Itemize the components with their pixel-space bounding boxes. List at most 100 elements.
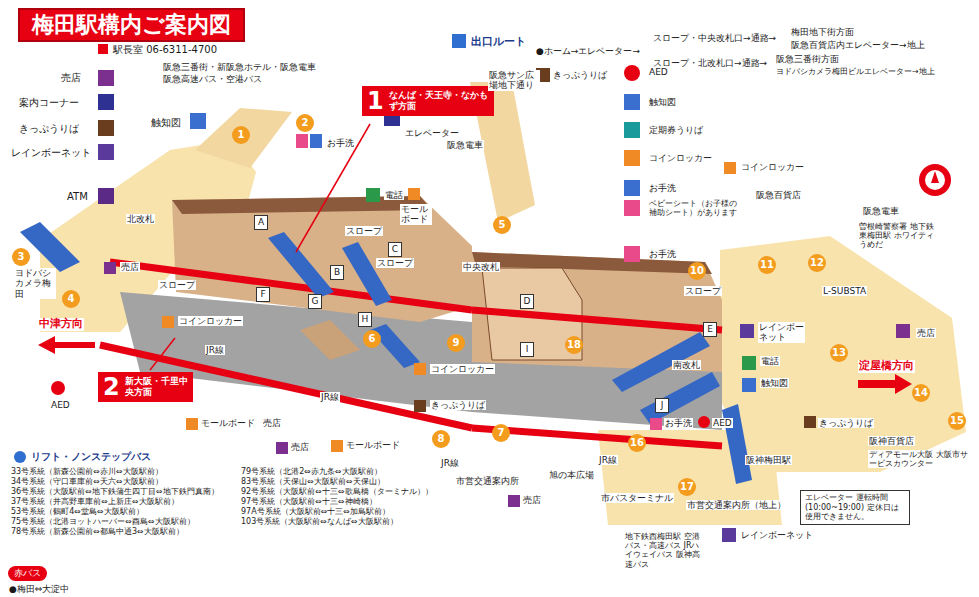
map-label: きっぷうりば (430, 400, 486, 410)
map-label: JR線 (320, 392, 340, 402)
map-label: L-SUBSTA (822, 286, 867, 296)
map-label: JR線 (440, 458, 460, 468)
escalator (640, 372, 720, 424)
map-label: スロープ・北改札口→通路→ (652, 58, 768, 68)
map-label: 37号系統（井高野車庫前⇔上新庄⇔大阪駅前） (10, 497, 180, 506)
map-label: 電話 (384, 190, 404, 200)
map-label: ヨドバシカメラ梅田 (14, 268, 56, 299)
facility-icon (190, 113, 206, 129)
map-label: モールボード (345, 440, 401, 450)
map-label: お手洗 (648, 183, 677, 193)
gate-letter: A (254, 215, 268, 230)
map-label: エレベーター (404, 128, 460, 138)
map-label: ATM (66, 191, 89, 203)
direction-arrow (858, 374, 912, 394)
map-label: 36号系統（大阪駅前⇔地下鉄蒲生四丁目⇔地下鉄門真南） (10, 487, 220, 496)
facility-icon (162, 316, 174, 328)
map-label: 曽根崎警察署 地下鉄東梅田駅 ホワイティうめだ (858, 222, 942, 250)
facility-icon (624, 200, 640, 216)
facility-icon (722, 528, 736, 542)
mezzanine (300, 320, 360, 360)
callout-number: 2 (103, 375, 120, 399)
exit-number: 18 (565, 336, 583, 354)
map-label: 92号系統（大阪駅前⇔十三⇔歌島橋（ターミナル）） (240, 487, 434, 496)
map-label: 阪神梅田駅 (745, 455, 792, 465)
map-label: コインロッカー (430, 364, 495, 374)
map-label: 53号系統（鶴町4⇔堂島⇔大阪駅前） (10, 507, 145, 516)
gate-letter: D (520, 294, 534, 309)
callout-text: なんば・天王寺・なかもず方面 (389, 90, 489, 112)
callout-box: 2新大阪・千里中央方面 (98, 372, 193, 402)
exit-number: 8 (432, 430, 450, 448)
map-label: 阪急高速バス・空港バス (162, 74, 263, 84)
facility-icon (804, 416, 816, 428)
leader-line (150, 338, 175, 370)
title-banner: 梅田駅構内ご案内図 (18, 8, 245, 42)
gate-letter: G (308, 294, 322, 309)
escalator (722, 404, 752, 484)
leader-line (150, 124, 370, 370)
facility-icon (296, 134, 308, 148)
direction-arrow (38, 336, 95, 354)
exit-number: 2 (296, 114, 314, 132)
map-label: スロープ (345, 226, 383, 236)
note-text: エレベーター 運転時間 (10:00~19:00) 定休日は使用できません。 (805, 493, 905, 522)
escalator (342, 242, 392, 306)
map-label: お手洗 (648, 249, 677, 259)
map-label: きっぷうりば (818, 418, 874, 428)
map-label: ベビーシート（お子様の補助シート）があります (648, 199, 745, 217)
map-label: 地下鉄西梅田駅 空港バス・高速バス JRハイウェイバス 阪神高速バス (624, 532, 704, 569)
rail-line (100, 262, 722, 446)
facility-icon (186, 418, 198, 430)
facility-icon (276, 442, 288, 454)
facility-icon (624, 246, 640, 262)
exit-number: 17 (678, 478, 696, 496)
map-label: AED (712, 418, 733, 428)
map-label: 33号系統（新森公園前⇔赤川⇔大阪駅前） (10, 467, 164, 476)
facility-icon (650, 418, 662, 430)
facility-icon (408, 188, 420, 200)
map-label: 定期券うりば (648, 125, 704, 135)
note-box: エレベーター 運転時間 (10:00~19:00) 定休日は使用できません。 (800, 490, 910, 525)
facility-icon (98, 144, 114, 160)
facility-icon (98, 70, 114, 86)
map-label: 中央改札 (462, 262, 500, 272)
facility-icon (624, 65, 640, 81)
map-label: 阪急百貨店 (755, 190, 802, 200)
map-label: ディアモール大阪 大阪市サービスカウンター (868, 450, 970, 468)
map-label: 83号系統（天保山⇔大阪駅前⇔天保山） (240, 477, 386, 486)
rail-line (110, 262, 472, 310)
facility-icon (51, 381, 65, 395)
map-label: スロープ・中央改札口→通路→ (652, 33, 777, 43)
map-label: 97A号系統（大阪駅前⇔十三⇔加島駅前） (240, 507, 391, 516)
map-label: 阪急サン広場地下通り (488, 70, 540, 91)
map-label: 南改札 (672, 360, 701, 370)
map-label: 阪急電車 (446, 140, 484, 150)
exit-number: 16 (628, 434, 646, 452)
callout-number: 1 (367, 89, 384, 113)
map-label: スロープ (684, 286, 722, 296)
map-label: 触知図 (648, 97, 677, 107)
map-label: 78号系統（新森公園前⇔都島中通3⇔大阪駅前） (10, 527, 185, 536)
exit-number: 14 (912, 384, 930, 402)
facility-icon (742, 356, 756, 370)
exit-number: 6 (363, 330, 381, 348)
callout-text: 新大阪・千里中央方面 (125, 376, 188, 398)
map-label: 売店 (120, 262, 140, 272)
facility-icon (624, 122, 640, 138)
map-label: 市営交通案内所（地上） (686, 500, 787, 510)
callout-box: 1なんば・天王寺・なかもず方面 (362, 86, 494, 116)
gate-letter: H (358, 312, 372, 327)
exit-number: 11 (758, 256, 776, 274)
map-label: 阪急三番街方面 (775, 54, 840, 64)
map-label: 阪急三番街・新阪急ホテル・阪急電車 (162, 62, 317, 72)
map-label: 阪急百貨店内エレベーター→地上 (790, 40, 926, 50)
map-label: AED (50, 400, 71, 410)
map-label: ヨドバシカメラ梅田ビルエレベーター→地上 (775, 67, 936, 76)
compass (919, 164, 951, 196)
rail-line (472, 310, 722, 330)
map-label: 駅長室 06-6311-4700 (112, 44, 218, 56)
facility-icon (740, 324, 754, 338)
map-label: コインロッカー (648, 153, 713, 163)
map-label: レインボーネット (10, 147, 92, 159)
